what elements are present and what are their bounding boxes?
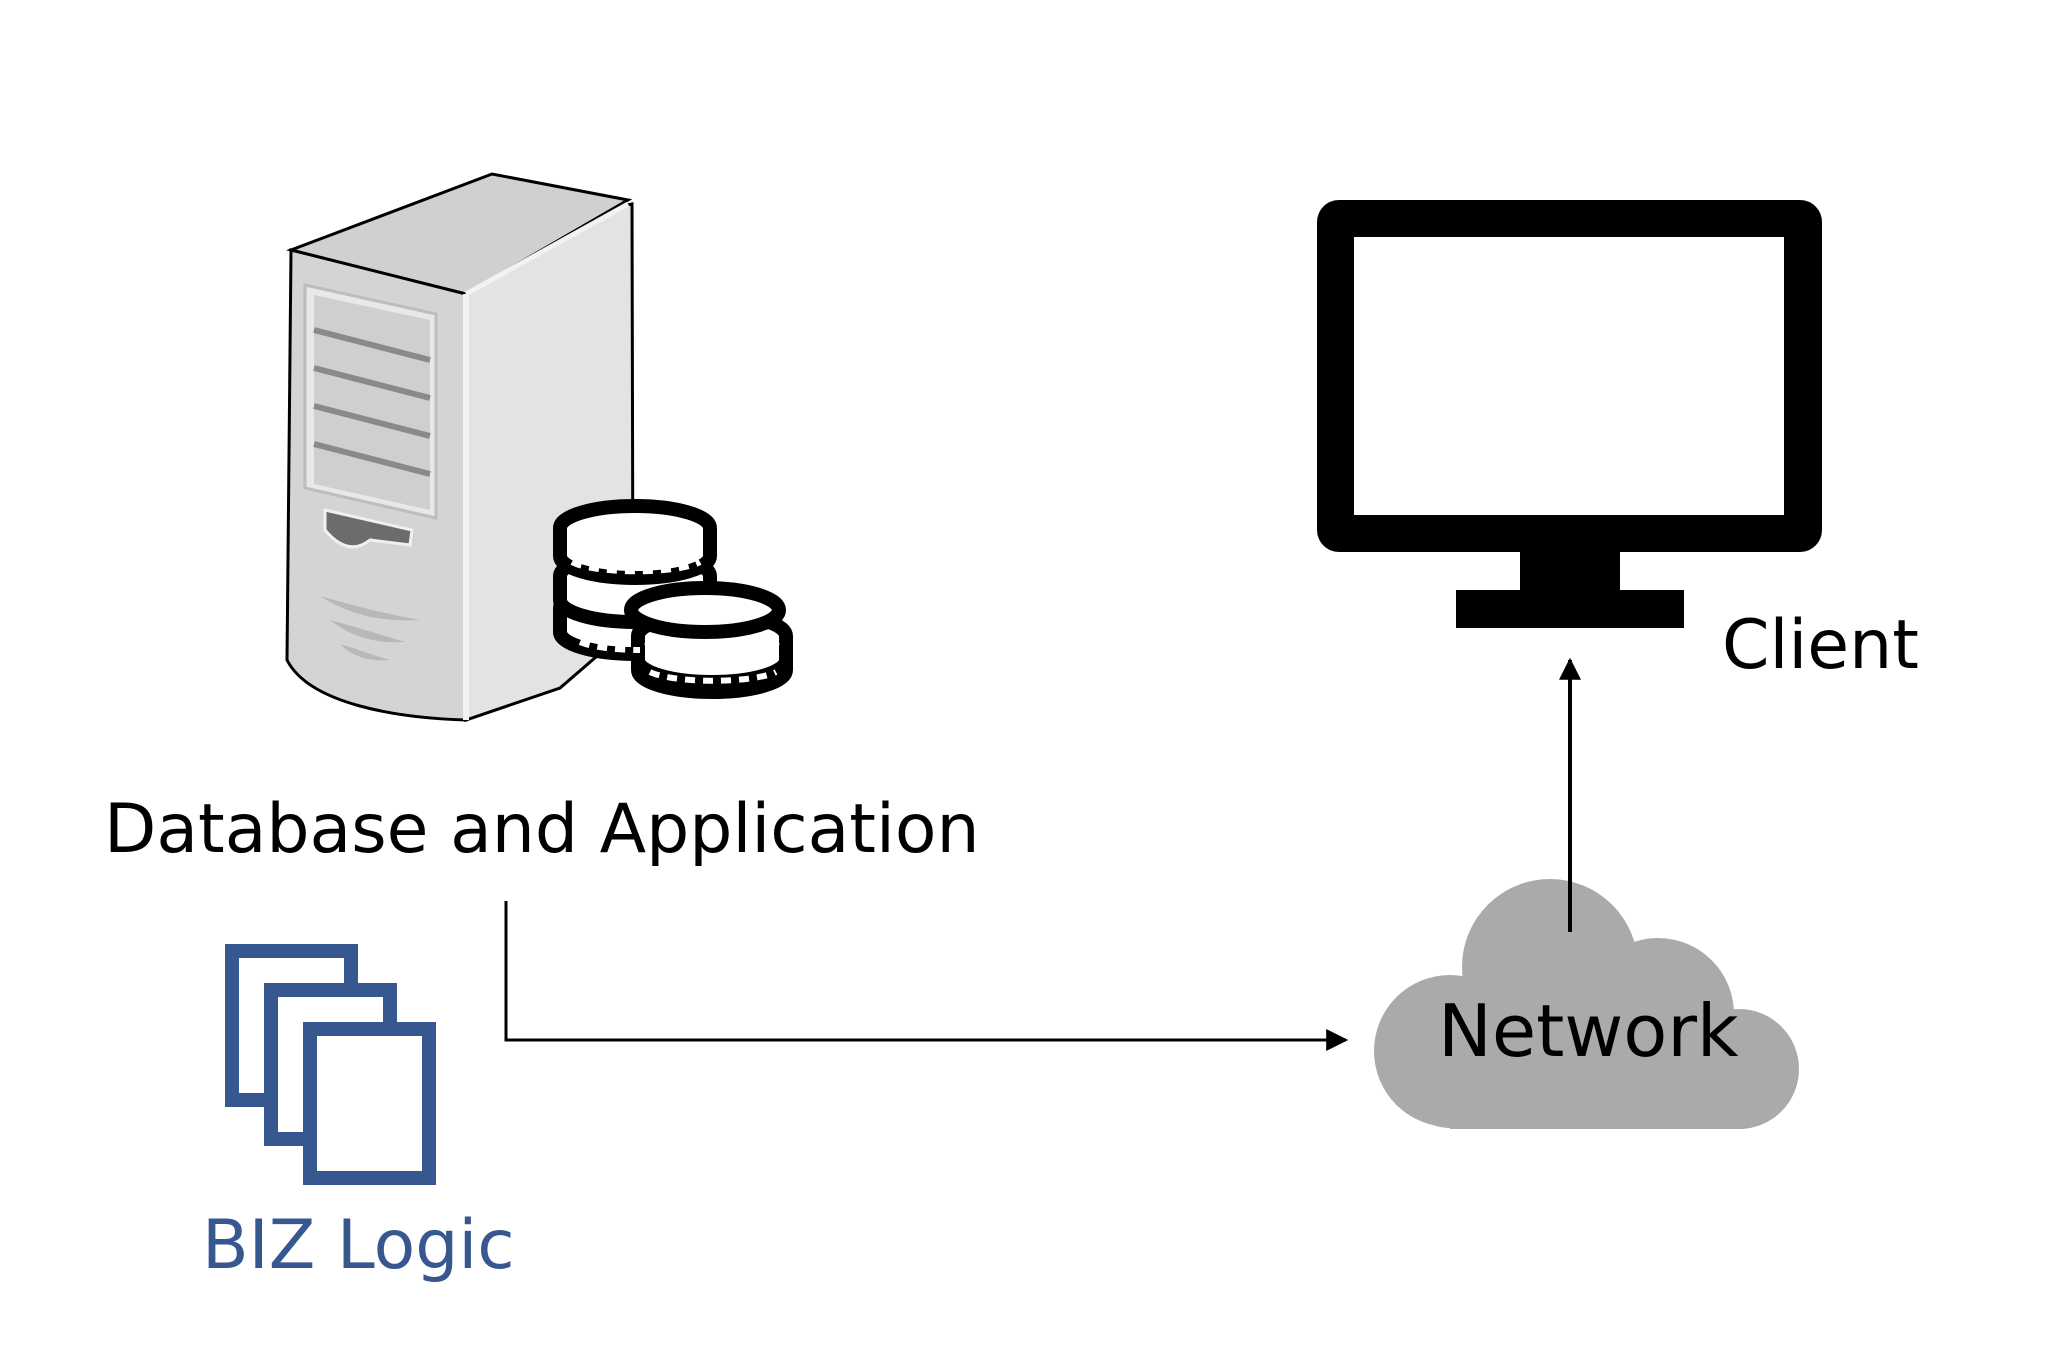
- database-application-label: Database and Application: [104, 790, 980, 869]
- cloud-icon: [1374, 879, 1799, 1129]
- connector-db-to-network: [504, 901, 1349, 1051]
- coin-stack-right: [624, 581, 793, 699]
- stacked-documents-icon: [225, 944, 436, 1185]
- coin-stack-icon: [553, 499, 793, 699]
- network-label: Network: [1438, 989, 1739, 1073]
- monitor-icon: [1317, 200, 1822, 628]
- client-label: Client: [1722, 606, 1919, 685]
- server-tower-icon: [285, 172, 635, 723]
- biz-logic-label: BIZ Logic: [202, 1206, 515, 1285]
